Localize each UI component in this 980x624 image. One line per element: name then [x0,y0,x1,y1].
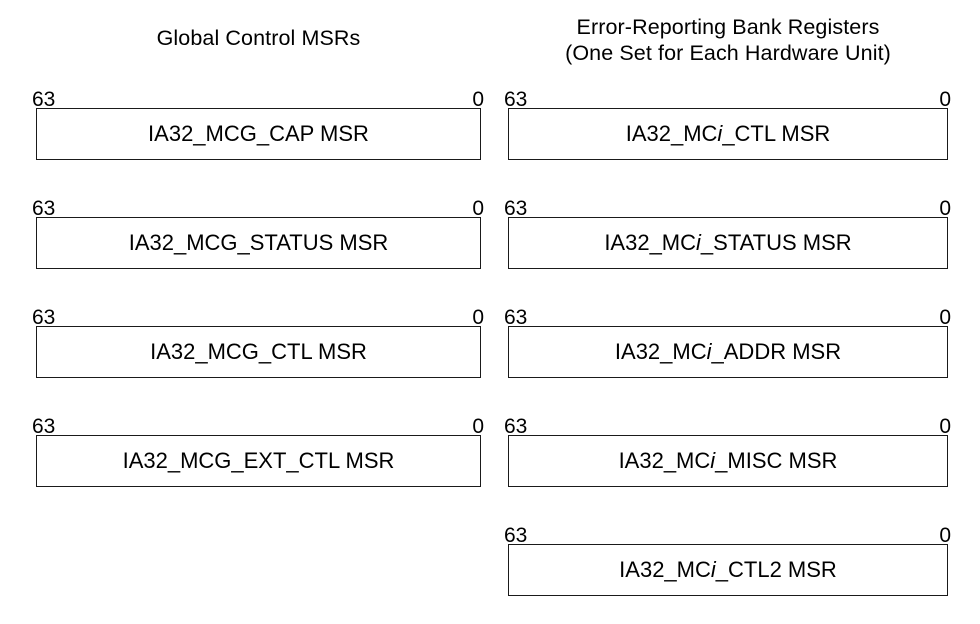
register-name: IA32_MCG_CTL MSR [37,340,480,364]
bit-label-msb: 63 [32,306,56,329]
register-name: IA32_MCi_ADDR MSR [509,340,947,364]
bit-label-lsb: 0 [939,197,951,220]
register-row-ia32-mci-misc: 63 0 IA32_MCi_MISC MSR [504,409,951,487]
register-name: IA32_MCG_EXT_CTL MSR [37,449,480,473]
register-name: IA32_MCi_MISC MSR [509,449,947,473]
register-name-suffix: _CTL2 MSR [715,557,837,582]
bit-label-msb: 63 [504,306,528,329]
register-name: IA32_MCG_CAP MSR [37,122,480,146]
bit-label-lsb: 0 [472,306,484,329]
bit-labels: 63 0 [504,82,951,111]
bit-label-lsb: 0 [939,306,951,329]
register-name-suffix: _MISC MSR [715,448,838,473]
register-bank-index: i [710,448,716,473]
register-name-text: IA32_MCG_STATUS MSR [128,230,389,255]
heading-line: Global Control MSRs [156,26,361,50]
register-name-text: IA32_MCG_EXT_CTL MSR [122,448,395,473]
register-name-suffix: _STATUS MSR [700,230,852,255]
register-row-ia32-mcg-ext-ctl: 63 0 IA32_MCG_EXT_CTL MSR [32,409,484,487]
register-name: IA32_MCi_CTL MSR [509,122,947,146]
bit-label-msb: 63 [504,415,528,438]
bit-label-msb: 63 [32,197,56,220]
register-row-ia32-mci-ctl2: 63 0 IA32_MCi_CTL2 MSR [504,518,951,596]
register-box: IA32_MCi_MISC MSR [508,435,948,487]
bit-label-lsb: 0 [939,524,951,547]
heading-line: (One Set for Each Hardware Unit) [565,41,891,65]
bit-label-lsb: 0 [472,197,484,220]
bit-label-lsb: 0 [939,415,951,438]
register-box: IA32_MCG_EXT_CTL MSR [36,435,481,487]
bit-label-msb: 63 [32,415,56,438]
register-name: IA32_MCi_CTL2 MSR [509,558,947,582]
register-name-suffix: _ADDR MSR [711,339,842,364]
register-row-ia32-mci-status: 63 0 IA32_MCi_STATUS MSR [504,191,951,269]
bit-labels: 63 0 [32,82,484,111]
column-heading-global-control-msrs: Global Control MSRs [36,25,481,51]
bit-labels: 63 0 [504,300,951,329]
register-name-suffix: _CTL MSR [722,121,831,146]
register-box: IA32_MCi_STATUS MSR [508,217,948,269]
register-bank-index: i [710,557,716,582]
register-box: IA32_MCG_CTL MSR [36,326,481,378]
register-name-text: IA32_MCG_CTL MSR [150,339,367,364]
register-name-text: IA32_MCG_CAP MSR [148,121,369,146]
register-row-ia32-mcg-cap: 63 0 IA32_MCG_CAP MSR [32,82,484,160]
bit-label-msb: 63 [504,88,528,111]
bit-label-lsb: 0 [472,415,484,438]
register-box: IA32_MCi_CTL2 MSR [508,544,948,596]
register-name-prefix: IA32_MC [618,448,711,473]
register-bank-index: i [696,230,701,255]
register-bank-index: i [706,339,712,364]
register-box: IA32_MCG_CAP MSR [36,108,481,160]
heading-line: Error-Reporting Bank Registers [576,15,880,39]
register-name-prefix: IA32_MC [614,339,707,364]
bit-label-msb: 63 [32,88,56,111]
register-box: IA32_MCi_ADDR MSR [508,326,948,378]
bit-labels: 63 0 [504,409,951,438]
register-name-prefix: IA32_MC [604,230,697,255]
register-bank-index: i [717,121,723,146]
register-name: IA32_MCi_STATUS MSR [509,231,947,255]
register-box: IA32_MCG_STATUS MSR [36,217,481,269]
register-row-ia32-mci-ctl: 63 0 IA32_MCi_CTL MSR [504,82,951,160]
column-heading-error-reporting-bank-registers: Error-Reporting Bank Registers (One Set … [508,14,948,66]
bit-labels: 63 0 [504,191,951,220]
bit-label-msb: 63 [504,197,528,220]
register-row-ia32-mcg-ctl: 63 0 IA32_MCG_CTL MSR [32,300,484,378]
bit-labels: 63 0 [504,518,951,547]
register-name-prefix: IA32_MC [619,557,711,582]
bit-label-lsb: 0 [939,88,951,111]
bit-labels: 63 0 [32,191,484,220]
register-name-prefix: IA32_MC [625,121,718,146]
register-row-ia32-mci-addr: 63 0 IA32_MCi_ADDR MSR [504,300,951,378]
bit-label-msb: 63 [504,524,528,547]
bit-labels: 63 0 [32,300,484,329]
register-box: IA32_MCi_CTL MSR [508,108,948,160]
bit-label-lsb: 0 [472,88,484,111]
register-name: IA32_MCG_STATUS MSR [37,231,480,255]
bit-labels: 63 0 [32,409,484,438]
register-row-ia32-mcg-status: 63 0 IA32_MCG_STATUS MSR [32,191,484,269]
